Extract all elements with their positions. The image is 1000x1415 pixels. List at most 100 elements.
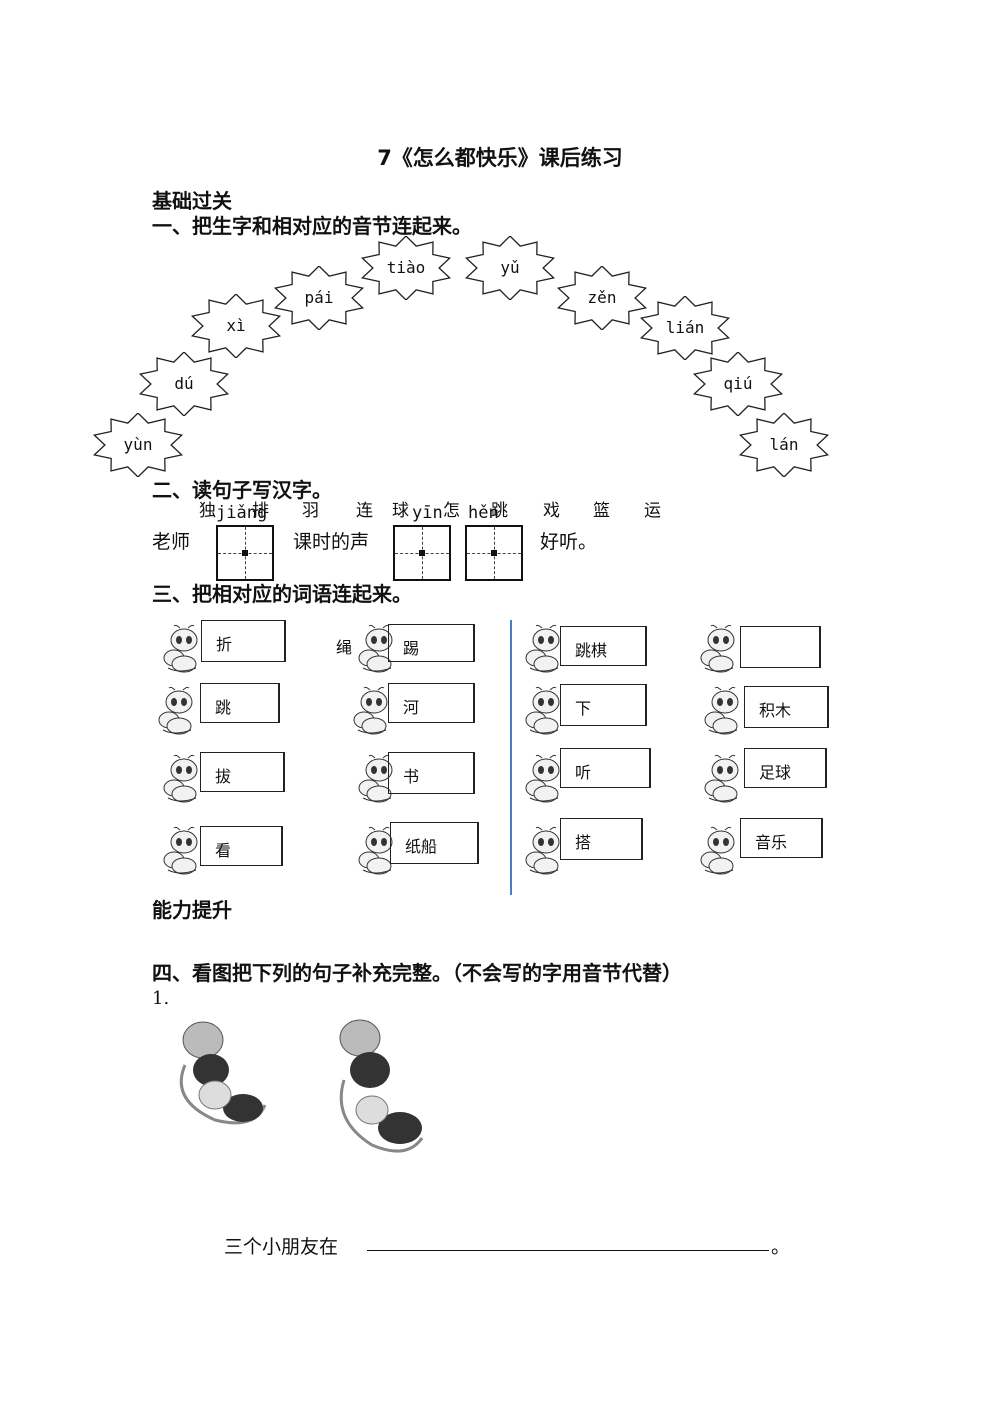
word-box-left-3[interactable]: 拔 [200, 752, 285, 792]
hanzi-char-10[interactable]: 运 [644, 501, 661, 521]
syllable-star-3[interactable]: xì [190, 294, 282, 358]
ant-icon [704, 686, 739, 735]
ant-icon [704, 754, 739, 803]
page-title: 7《怎么都快乐》课后练习 [377, 146, 623, 170]
word-text: 音乐 [755, 833, 788, 852]
q1-heading: 一、把生字和相对应的音节连起来。 [152, 214, 472, 238]
hanzi-char-7[interactable]: 跳 [491, 501, 508, 521]
sentence-part-2: 课时的声 [293, 531, 370, 553]
syllable-label: qiú [723, 374, 753, 393]
q4-number: 1. [152, 988, 170, 1009]
star-shape [556, 266, 648, 330]
star-shape [92, 413, 184, 477]
syllable-star-4[interactable]: pái [273, 266, 365, 330]
word-text: 听 [575, 763, 592, 782]
word-text: 纸船 [405, 837, 438, 856]
writing-grid-1[interactable] [216, 525, 274, 581]
hanzi-char-5[interactable]: 球 [392, 501, 409, 521]
pinyin-1: jiǎng [216, 503, 268, 523]
syllable-label: lián [665, 318, 705, 337]
syllable-star-5[interactable]: tiào [360, 236, 452, 300]
syllable-star-10[interactable]: lán [738, 413, 830, 477]
word-box-mid-4[interactable]: 纸船 [390, 822, 479, 864]
syllable-label: xì [226, 316, 246, 335]
q3-heading: 三、把相对应的词语连起来。 [152, 582, 412, 606]
syllable-label: yùn [123, 435, 153, 454]
sentence-part-1: 老师 [152, 531, 191, 553]
word-box-right-3[interactable]: 听 [560, 748, 651, 788]
word-box-left-1[interactable]: 折 [201, 620, 286, 662]
word-text: 踢 [403, 639, 420, 658]
column-divider [510, 620, 512, 895]
word-box-far-3[interactable]: 足球 [744, 748, 827, 788]
word-box-mid-2[interactable]: 河 [388, 683, 475, 723]
ant-icon [525, 826, 560, 875]
ant-icon [158, 686, 193, 735]
syllable-label: lán [769, 435, 799, 454]
hanzi-char-4[interactable]: 连 [356, 501, 373, 521]
ant-icon [163, 754, 198, 803]
word-text: 河 [403, 698, 420, 717]
hanzi-char-9[interactable]: 篮 [593, 501, 610, 521]
q2-heading: 二、读句子写汉字。 [152, 478, 332, 502]
syllable-star-1[interactable]: yùn [92, 413, 184, 477]
word-box-left-2[interactable]: 跳 [200, 683, 280, 723]
writing-grid-3[interactable] [465, 525, 523, 581]
ant-icon [358, 754, 393, 803]
syllable-star-9[interactable]: qiú [692, 352, 784, 416]
word-text: 书 [403, 767, 420, 786]
star-shape [273, 266, 365, 330]
syllable-label: yǔ [500, 258, 520, 277]
writing-grid-2[interactable] [393, 525, 451, 581]
word-text: 搭 [575, 833, 592, 852]
syllable-label: tiào [386, 258, 426, 277]
pinyin-3: hěn [468, 503, 499, 523]
ant-icon [358, 826, 393, 875]
ant-icon [700, 826, 735, 875]
word-box-far-2[interactable]: 积木 [744, 686, 829, 728]
hanzi-char-2[interactable]: 排 [252, 501, 269, 521]
section-ability: 能力提升 [152, 898, 232, 922]
syllable-star-8[interactable]: lián [639, 296, 731, 360]
word-text: 下 [575, 699, 592, 718]
word-box-mid-3[interactable]: 书 [388, 752, 475, 794]
section-basic: 基础过关 [152, 189, 232, 213]
syllable-star-6[interactable]: yǔ [464, 236, 556, 300]
word-text: 跳 [215, 698, 232, 717]
ant-icon [525, 686, 560, 735]
star-shape [692, 352, 784, 416]
hanzi-char-6[interactable]: 怎 [443, 501, 460, 521]
syllable-star-7[interactable]: zěn [556, 266, 648, 330]
word-text: 看 [215, 841, 232, 860]
star-shape [464, 236, 556, 300]
pinyin-2: yīn [412, 503, 443, 523]
syllable-star-2[interactable]: dú [138, 352, 230, 416]
q4-answer-line[interactable] [367, 1250, 769, 1251]
ant-icon [358, 624, 393, 673]
star-shape [639, 296, 731, 360]
star-shape [138, 352, 230, 416]
star-shape [360, 236, 452, 300]
q4-sentence-start: 三个小朋友在 [224, 1236, 339, 1258]
word-text: 跳棋 [575, 641, 608, 660]
ant-icon [163, 624, 198, 673]
q4-heading: 四、看图把下列的句子补充完整。（不会写的字用音节代替） [152, 961, 682, 985]
word-box-far-4[interactable]: 音乐 [740, 818, 823, 858]
ant-icon [163, 826, 198, 875]
object-rope[interactable]: 绳 [336, 638, 353, 657]
hanzi-char-1[interactable]: 独 [199, 501, 216, 521]
word-text: 足球 [759, 763, 792, 782]
word-box-far-1[interactable] [740, 626, 821, 668]
syllable-label: dú [174, 374, 194, 393]
word-box-left-4[interactable]: 看 [200, 826, 283, 866]
word-box-mid-1[interactable]: 踢 [388, 624, 475, 662]
ant-icon [525, 754, 560, 803]
illustration-children-1 [179, 1021, 267, 1125]
hanzi-char-3[interactable]: 羽 [302, 501, 319, 521]
word-text: 拔 [215, 767, 232, 786]
hanzi-char-8[interactable]: 戏 [543, 501, 560, 521]
word-box-right-1[interactable]: 跳棋 [560, 626, 647, 666]
ant-icon [700, 624, 735, 673]
word-box-right-4[interactable]: 搭 [560, 818, 643, 860]
word-box-right-2[interactable]: 下 [560, 684, 647, 726]
